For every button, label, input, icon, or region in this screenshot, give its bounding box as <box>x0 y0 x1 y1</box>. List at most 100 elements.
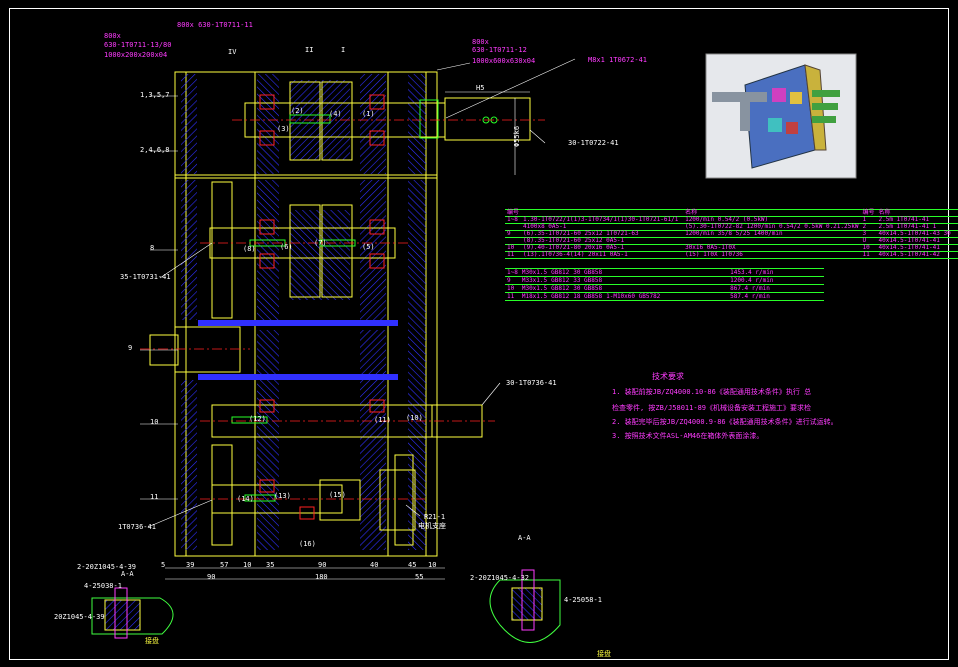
bearings <box>198 94 398 520</box>
balloon-6: (6) <box>280 243 293 251</box>
table-cell: (13).1T0736-4(14) 20x11 0A5-1 <box>521 251 684 259</box>
fastener-speed-table: 1~8 M30x1.5 GB812 30 GB858 1453.4 r/min … <box>505 268 825 301</box>
table-cell: 9 <box>505 230 522 238</box>
table-cell: 1453.4 r/min <box>728 268 825 277</box>
table-cell: 1-M10x60 GB5782 <box>604 292 729 301</box>
section-aa-left-label-1: 2-20Z1045-4-39 <box>77 563 137 571</box>
drawing-border <box>9 8 949 660</box>
technical-note-3: 3. 按照技术文件ASL-AM46在箱体外表面涂漆。 <box>612 432 764 440</box>
section-aa-right-label-3: 接盘 <box>597 650 611 658</box>
balloon-15: (15) <box>329 491 346 499</box>
dim-value: 35 <box>266 561 275 569</box>
label-top-left-1: 800x <box>104 32 121 40</box>
table-cell <box>604 268 729 277</box>
table-cell: 1200.4 r/min <box>728 276 825 285</box>
label-top-right-1: 800x <box>472 38 489 46</box>
label-shaft-10: 10 <box>150 418 159 426</box>
balloon-5: (5) <box>362 243 375 251</box>
section-aa-left-label-3: 20Z1045-4-39 <box>54 613 105 621</box>
section-aa-left <box>91 587 174 639</box>
section-aa-right <box>489 569 561 643</box>
balloon-3: (3) <box>277 125 290 133</box>
label-roman-2: II <box>305 46 314 54</box>
table-row: 10 M30x1.5 GB812 30 GB858 867.4 r/min <box>505 284 825 293</box>
dimension-lines <box>165 91 530 580</box>
section-aa-left-title: A-A <box>121 570 134 578</box>
table-cell: 11 <box>505 251 522 259</box>
label-top-left-3: 1000x200x200x04 <box>104 51 168 59</box>
table-cell: 11 <box>860 251 877 259</box>
table-cell: 1~8 <box>505 268 520 277</box>
table-cell: 10 <box>505 284 520 293</box>
balloon-2: (2) <box>291 107 304 115</box>
3d-model-thumbnail[interactable] <box>705 53 857 179</box>
table-cell: GB812 <box>549 284 572 293</box>
section-aa-right-label-1: 2-20Z1045-4-32 <box>470 574 530 582</box>
table-row: 1~8 M30x1.5 GB812 30 GB858 1453.4 r/min <box>505 268 825 277</box>
label-roman-4: IV <box>228 48 237 56</box>
table-cell: GB812 <box>549 268 572 277</box>
label-shaft-11: 11 <box>150 493 159 501</box>
section-aa-right-title: A-A <box>518 534 531 542</box>
table-cell: 33 GB858 <box>571 276 605 285</box>
dim-value: 57 <box>220 561 229 569</box>
balloon-4: (4) <box>329 110 342 118</box>
label-top-left-2: 630-1T0711-13/80 <box>104 41 172 49</box>
dim-value: 10 <box>243 561 252 569</box>
centerlines <box>140 119 545 500</box>
dim-value: 10 <box>428 561 437 569</box>
table-cell: M33x1.5 <box>519 276 550 285</box>
table-row: 11 (13).1T0736-4(14) 20x11 0A5-1 (15) 1T… <box>505 251 958 259</box>
table-row: 11 M18x1.5 GB812 18 GB858 1-M10x60 GB578… <box>505 292 825 301</box>
gears <box>211 81 361 546</box>
balloon-11: (11) <box>374 416 391 424</box>
table-cell: M18x1.5 <box>519 292 550 301</box>
balloon-12: (12) <box>249 415 266 423</box>
label-shaft-9: 9 <box>128 344 133 352</box>
table-row: 9 M33x1.5 GB812 33 GB858 1200.4 r/min <box>505 276 825 285</box>
table-cell: 30 GB858 <box>571 268 605 277</box>
table-cell: 1~8 <box>505 216 522 224</box>
label-part-r21b: 电机支座 <box>418 522 446 530</box>
table-cell: 18 GB858 <box>571 292 605 301</box>
balloon-10: (10) <box>406 414 423 422</box>
balloon-7: (7) <box>314 239 327 247</box>
dim-value: 5 <box>161 561 166 569</box>
balloon-14: (14) <box>237 495 254 503</box>
bom-table: 编号 名称 编号 名称 1~8 1.30-1T0722/1(1)3-1T0734… <box>505 209 958 259</box>
label-roman-1: I <box>341 46 346 54</box>
table-cell: 1200/min 35/8 5/25 1400/min <box>683 230 861 238</box>
section-aa-left-label-4: 接盘 <box>145 637 159 645</box>
dim-value: 39 <box>186 561 195 569</box>
table-cell: 40x14.5-1T0741-42 <box>876 251 958 259</box>
dim-value: 55 <box>415 573 424 581</box>
table-cell <box>604 276 729 285</box>
table-cell: 11 <box>505 292 520 301</box>
dim-value: 90 <box>207 573 216 581</box>
label-part-1t0736: 1T0736-41 <box>118 523 156 531</box>
label-top-right-3: 1000x600x630x04 <box>472 57 536 65</box>
table-cell: 867.4 r/min <box>728 284 825 293</box>
technical-note-1b: 检查零件, 按ZB/J58011-89《机械设备安装工程施工》要求检 <box>612 404 812 412</box>
label-part-35: 35-1T0731-41 <box>120 273 171 281</box>
table-cell: GB812 <box>549 292 572 301</box>
table-cell: M30x1.5 <box>519 268 550 277</box>
label-top-right-2: 630-1T0711-12 <box>472 46 527 54</box>
balloon-8: (8) <box>243 245 256 253</box>
dim-value: 90 <box>318 561 327 569</box>
table-cell: 9 <box>505 276 520 285</box>
balloon-13: (13) <box>274 492 291 500</box>
table-cell: (15) 1T0X 1T0736 <box>683 251 861 259</box>
hatched-walls <box>181 74 426 550</box>
table-cell: 30 GB858 <box>571 284 605 293</box>
label-top-right-4: M8x1 1T0672-41 <box>588 56 648 64</box>
technical-note-2: 2. 装配完毕后按JB/ZQ4000.9-86《装配通用技术条件》进行试运转。 <box>612 418 838 426</box>
balloon-1: (1) <box>362 110 375 118</box>
table-cell: GB812 <box>549 276 572 285</box>
table-cell: M30x1.5 <box>519 284 550 293</box>
technical-note-1: 1. 装配前按JB/ZQ4000.10-86《装配通用技术条件》执行 总 <box>612 388 812 396</box>
label-top-left-4: 800x 630-1T0711-11 <box>177 21 253 29</box>
label-dim-side: Φ55k6 <box>513 125 521 147</box>
label-shaft-8: 8 <box>150 244 155 252</box>
